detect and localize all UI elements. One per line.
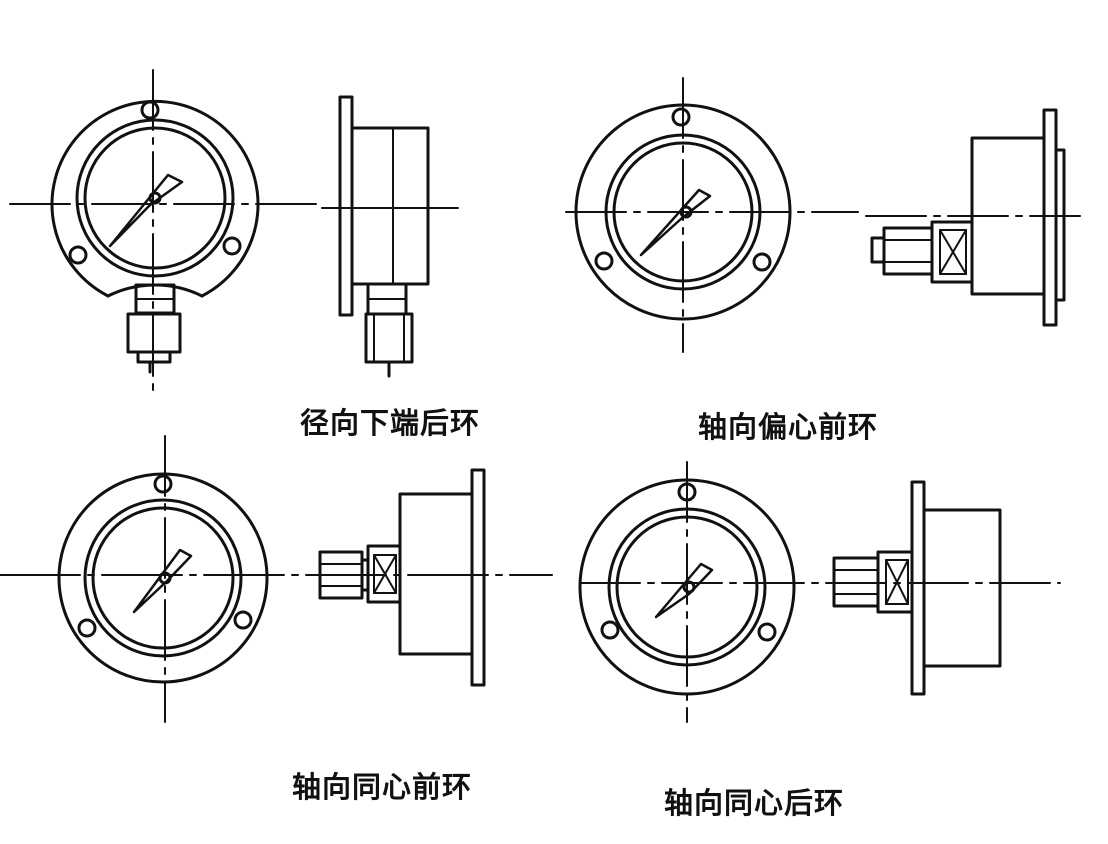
centerlines — [0, 435, 553, 723]
caption-axial-concentric-rear-flange: 轴向同心后环 — [664, 786, 845, 820]
centerlines — [579, 461, 1061, 723]
gauge-side-view — [832, 480, 1002, 696]
gauge-front-view — [57, 472, 269, 684]
gauge-side-view — [338, 95, 430, 378]
figure-radial-bottom-rear-flange — [9, 69, 459, 399]
caption-axial-eccentric-front-flange: 轴向偏心前环 — [698, 410, 879, 444]
figure-axial-eccentric-front-flange — [565, 77, 1081, 353]
centerlines — [565, 77, 1081, 353]
caption-axial-concentric-front-flange: 轴向同心前环 — [292, 770, 473, 804]
centerlines — [9, 69, 459, 399]
gauge-front-view — [50, 99, 260, 374]
caption-radial-bottom-rear-flange: 径向下端后环 — [300, 406, 481, 440]
gauge-side-view — [870, 108, 1066, 327]
figure-axial-concentric-front-flange — [0, 435, 553, 723]
figure-axial-concentric-rear-flange — [578, 461, 1061, 723]
gauge-side-view — [318, 468, 486, 687]
